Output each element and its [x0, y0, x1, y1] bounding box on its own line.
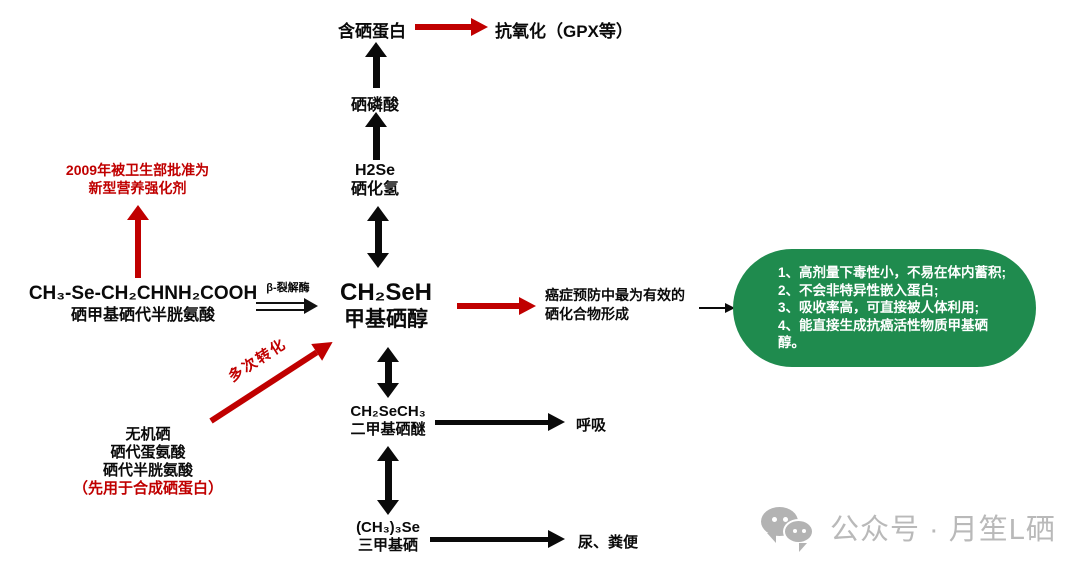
arrow-head-icon [377, 446, 399, 461]
watermark-label: 公众号 · 月笙L硒 [830, 514, 1056, 546]
node-methylselenol: CH₂SeH 甲基硒醇 [316, 279, 456, 333]
cancer-line1: 癌症预防中最为有效的 [545, 287, 685, 303]
arrow-shaft [415, 24, 471, 30]
node-inorganic-selenium-group: 无机硒 硒代蛋氨酸 硒代半胱氨酸 （先用于合成硒蛋白） [58, 426, 238, 498]
arrow-head-icon [365, 112, 387, 127]
benefit-item: 4、能直接生成抗癌活性物质甲基硒醇。 [778, 317, 989, 351]
arrow-cancer-to-benefits [699, 299, 735, 317]
arrow-shaft [384, 461, 392, 500]
arrow-shaft [372, 127, 380, 160]
double-arrow-methylselenol-dmse [376, 347, 400, 398]
bubble-eye-icon [783, 517, 788, 522]
methylselenol-name: 甲基硒醇 [344, 308, 428, 331]
arrow-head-icon [519, 297, 536, 315]
node-semsc: CH₃-Se-CH₂CHNH₂COOH 硒甲基硒代半胱氨酸 [12, 283, 274, 327]
arrow-head-icon [548, 530, 565, 548]
benefit-item: 1、高剂量下毒性小，不易在体内蓄积; [778, 265, 1007, 281]
tmse-formula: (CH₃)₃Se [356, 519, 420, 536]
approval-line1: 2009年被卫生部批准为 [65, 162, 210, 178]
bubble-eye-icon [772, 517, 777, 522]
bubble-tail-icon [799, 543, 807, 552]
semsc-name: 硒甲基硒代半胱氨酸 [70, 307, 215, 324]
arrow-shaft [374, 221, 382, 253]
node-cancer-prevention: 癌症预防中最为有效的 硒化合物形成 [545, 286, 715, 324]
inorganic-line1: 无机硒 [125, 426, 171, 443]
inorganic-line3: 硒代半胱氨酸 [102, 462, 193, 479]
bubble-tail-icon [767, 533, 776, 543]
semsc-formula: CH₃-Se-CH₂CHNH₂COOH [28, 283, 258, 304]
node-trimethylselenium: (CH₃)₃Se 三甲基硒 [328, 519, 448, 555]
cancer-line2: 硒化合物形成 [545, 306, 629, 322]
benefit-item: 3、吸收率高，可直接被人体利用; [778, 300, 980, 316]
node-selenoprotein: 含硒蛋白 [338, 22, 406, 41]
arrow-selenophosphate-to-selenoprotein [364, 42, 388, 88]
arrow-head-icon [377, 347, 399, 362]
arrow-selenoprotein-to-antioxidant [415, 18, 488, 36]
note-2009-approval: 2009年被卫生部批准为 新型营养强化剂 [45, 162, 230, 197]
arrow-head-icon [471, 18, 488, 36]
arrow-h2se-to-selenophosphate [364, 112, 388, 160]
arrow-shaft [435, 419, 548, 425]
node-breath: 呼吸 [576, 417, 607, 434]
arrow-tmse-to-excretion [430, 530, 565, 548]
benefits-panel: 1、高剂量下毒性小，不易在体内蓄积; 2、不会非特异性嵌入蛋白; 3、吸收率高，… [733, 249, 1036, 367]
inorganic-note: （先用于合成硒蛋白） [72, 480, 223, 497]
arrow-head-icon [367, 253, 389, 268]
arrow-head-icon [367, 206, 389, 221]
arrow-semsc-to-approval [126, 205, 150, 278]
arrow-shaft [457, 303, 519, 309]
arrow-shaft [430, 536, 548, 542]
speech-bubble-icon [783, 519, 814, 544]
h2se-formula: H2Se [354, 162, 396, 179]
node-hydrogen-selenide: H2Se 硒化氢 [325, 161, 425, 199]
double-arrow-dmse-tmse [376, 446, 400, 515]
h2se-name: 硒化氢 [350, 181, 399, 198]
arrow-head-icon [127, 205, 149, 220]
tmse-name: 三甲基硒 [357, 537, 418, 554]
dmse-formula: CH₂SeCH₃ [350, 403, 426, 420]
bubble-eye-icon [793, 529, 797, 533]
arrow-beta-lyase-conversion [256, 298, 318, 314]
node-dimethylselenide: CH₂SeCH₃ 二甲基硒醚 [323, 403, 453, 439]
double-arrow-h2se-methylselenol [366, 206, 390, 268]
node-selenophosphate: 硒磷酸 [350, 97, 399, 114]
label-beta-lyase: β-裂解酶 [266, 282, 310, 294]
approval-line2: 新型营养强化剂 [88, 179, 187, 196]
node-urine-feces: 尿、粪便 [578, 534, 639, 551]
arrow-shaft [256, 301, 304, 311]
arrow-dmse-to-breath [435, 413, 565, 431]
inorganic-line2: 硒代蛋氨酸 [110, 444, 186, 461]
node-antioxidant-gpx: 抗氧化（GPX等） [495, 22, 633, 41]
arrow-head-icon [365, 42, 387, 57]
arrow-head-icon [725, 303, 735, 313]
arrow-methylselenol-to-cancer-prevention [457, 297, 536, 315]
dmse-name: 二甲基硒醚 [350, 421, 426, 438]
arrow-shaft [135, 220, 141, 278]
arrow-head-icon [377, 500, 399, 515]
arrow-head-icon [304, 298, 318, 314]
bubble-eye-icon [802, 529, 806, 533]
benefit-item: 2、不会非特异性嵌入蛋白; [778, 282, 939, 298]
arrow-shaft [384, 362, 392, 383]
arrow-shaft [372, 57, 380, 88]
watermark: 公众号 · 月笙L硒 [759, 503, 1056, 552]
arrow-head-icon [377, 383, 399, 398]
methylselenol-formula: CH₂SeH [339, 279, 432, 306]
arrow-head-icon [548, 413, 565, 431]
arrow-shaft [699, 306, 725, 310]
wechat-icon [759, 503, 817, 552]
